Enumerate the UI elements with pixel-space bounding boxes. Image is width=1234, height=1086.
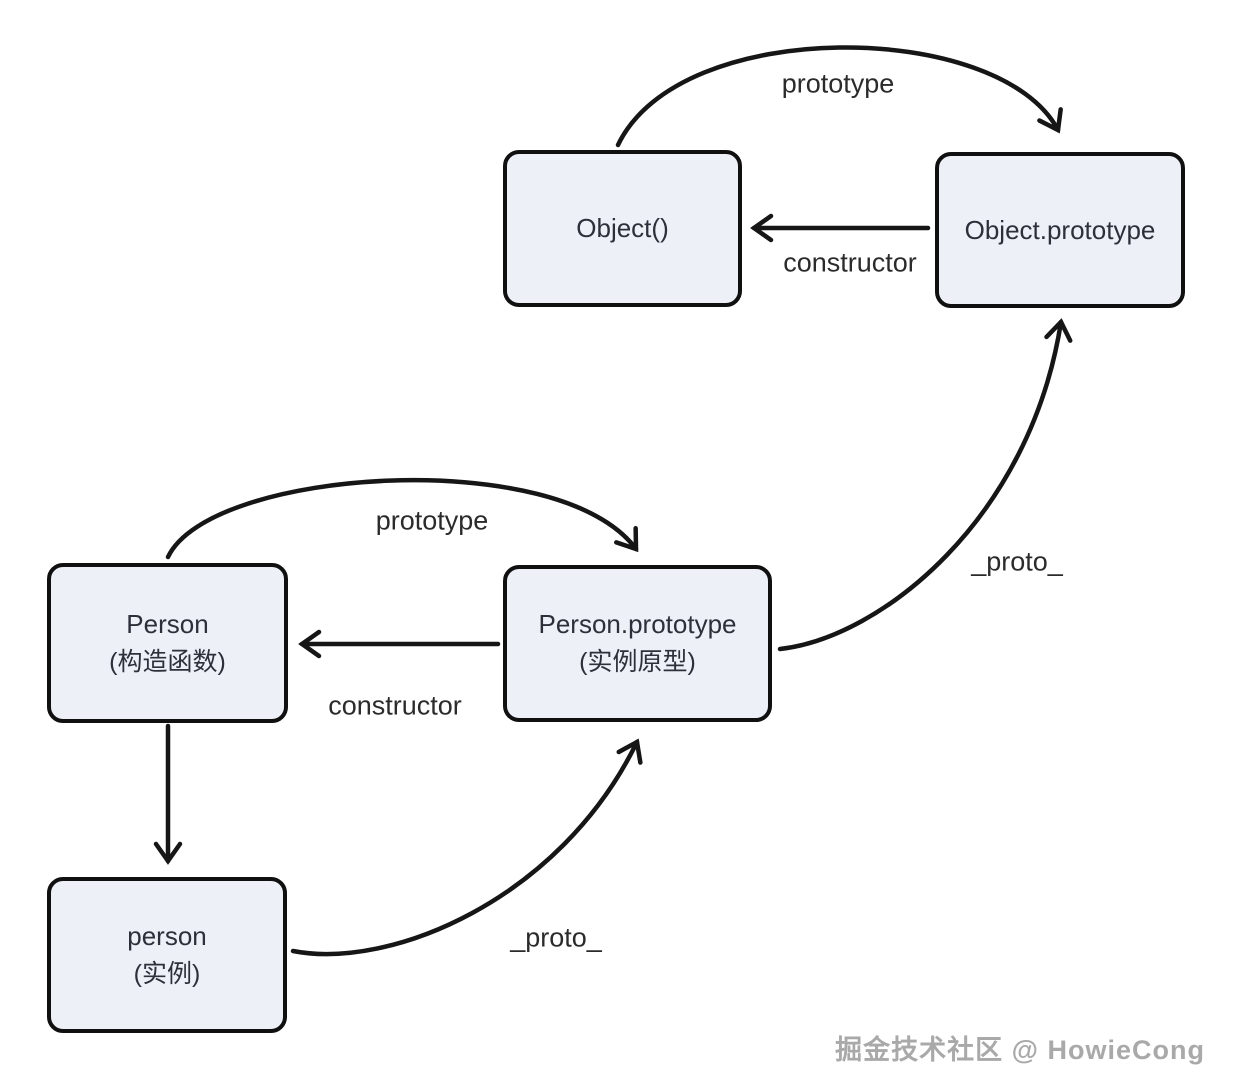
node-person-constructor-subtitle: (构造函数) — [109, 647, 226, 676]
edge-label-proto-upper: _proto_ — [971, 546, 1063, 577]
node-object-function: Object() — [503, 150, 742, 307]
node-object-prototype: Object.prototype — [935, 152, 1185, 308]
node-person-instance-title: person — [127, 920, 207, 951]
node-person-constructor-title: Person — [126, 608, 209, 639]
node-person-instance: person (实例) — [47, 877, 287, 1033]
node-object-function-title: Object() — [576, 213, 669, 243]
arrow-proto-personprototype-to-objectprototype — [777, 318, 1073, 652]
arrow-prototype-object-to-objectprototype — [615, 45, 1063, 148]
edge-label-proto-lower: _proto_ — [510, 922, 602, 953]
node-person-prototype-subtitle: (实例原型) — [579, 648, 696, 677]
edge-label-prototype-top: prototype — [781, 68, 895, 99]
node-person-prototype-title: Person.prototype — [538, 609, 737, 640]
edge-label-constructor-mid: constructor — [328, 690, 462, 721]
node-person-instance-subtitle: (实例) — [133, 959, 201, 988]
arrow-proto-personinstance-to-personprototype — [290, 738, 643, 957]
edge-label-constructor-top: constructor — [783, 247, 917, 278]
arrow-prototype-person-to-personprototype — [165, 478, 639, 560]
watermark: 掘金技术社区 @ HowieCong — [835, 1035, 1205, 1065]
node-object-prototype-title: Object.prototype — [964, 214, 1156, 245]
edge-label-prototype-mid: prototype — [375, 505, 489, 536]
node-person-prototype: Person.prototype (实例原型) — [503, 565, 772, 722]
node-person-constructor: Person (构造函数) — [47, 563, 288, 723]
